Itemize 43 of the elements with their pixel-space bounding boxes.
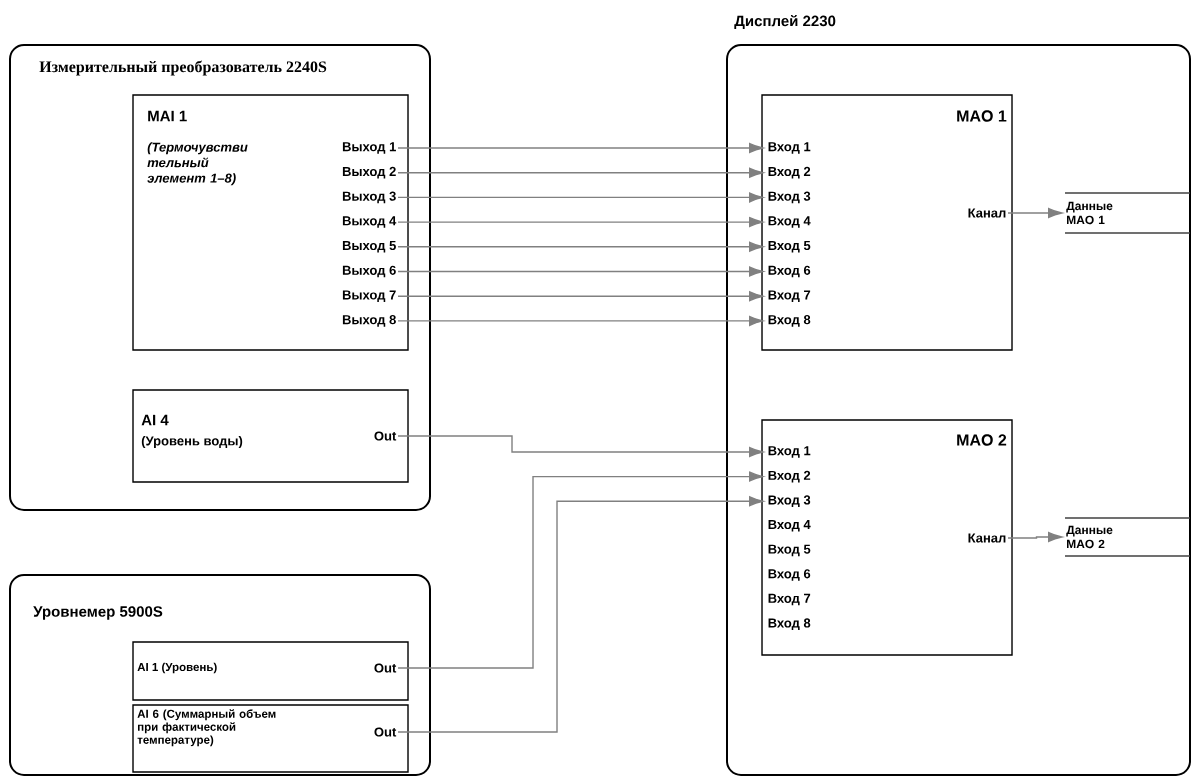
port-label: Канал	[968, 533, 1006, 543]
arrow	[397, 142, 764, 154]
port-label: Выход 7	[342, 290, 396, 302]
port-label: Вход 5	[768, 241, 811, 253]
arrow	[397, 435, 764, 458]
arrow	[397, 241, 764, 252]
port-label: Вход 3	[768, 495, 811, 508]
port-label: Вход 7	[768, 290, 811, 302]
arrow	[397, 291, 764, 302]
port-label: Выход 3	[342, 191, 396, 204]
port-label: Out	[374, 727, 397, 737]
port-label: Выход 5	[342, 241, 396, 253]
arrow	[1007, 531, 1063, 543]
arrow	[397, 471, 764, 669]
port-label: Вход 6	[768, 569, 811, 581]
port-label: Вход 7	[768, 593, 811, 606]
port-label: Вход 2	[768, 470, 811, 483]
arrow	[397, 266, 764, 277]
port-label: Выход 8	[342, 315, 396, 327]
port-label: Вход 1	[768, 142, 811, 154]
port-label: Вход 8	[768, 315, 811, 327]
port-label: Вход 4	[768, 520, 811, 532]
port-label: Выход 4	[342, 216, 397, 228]
port-label: Выход 6	[342, 265, 396, 278]
port-label: Вход 3	[768, 191, 811, 204]
arrow	[397, 167, 764, 178]
port-label: Выход 1	[342, 142, 396, 154]
arrow	[397, 496, 764, 733]
arrow	[397, 217, 764, 228]
port-label: Out	[374, 431, 397, 441]
arrow	[397, 315, 764, 326]
node-label: Дисплей 2230	[734, 14, 836, 30]
port-label: Вход 8	[768, 618, 811, 631]
port-label: Вход 6	[768, 265, 811, 278]
port-label: Out	[374, 663, 397, 673]
port-label: Выход 2	[342, 166, 396, 179]
port-label: Вход 1	[768, 446, 811, 458]
port-label: Канал	[968, 208, 1006, 218]
port-label: Вход 5	[768, 544, 811, 557]
port-label: Вход 2	[768, 166, 811, 179]
port-label: Вход 4	[768, 216, 811, 228]
arrow	[397, 192, 764, 203]
arrow	[1007, 207, 1063, 219]
